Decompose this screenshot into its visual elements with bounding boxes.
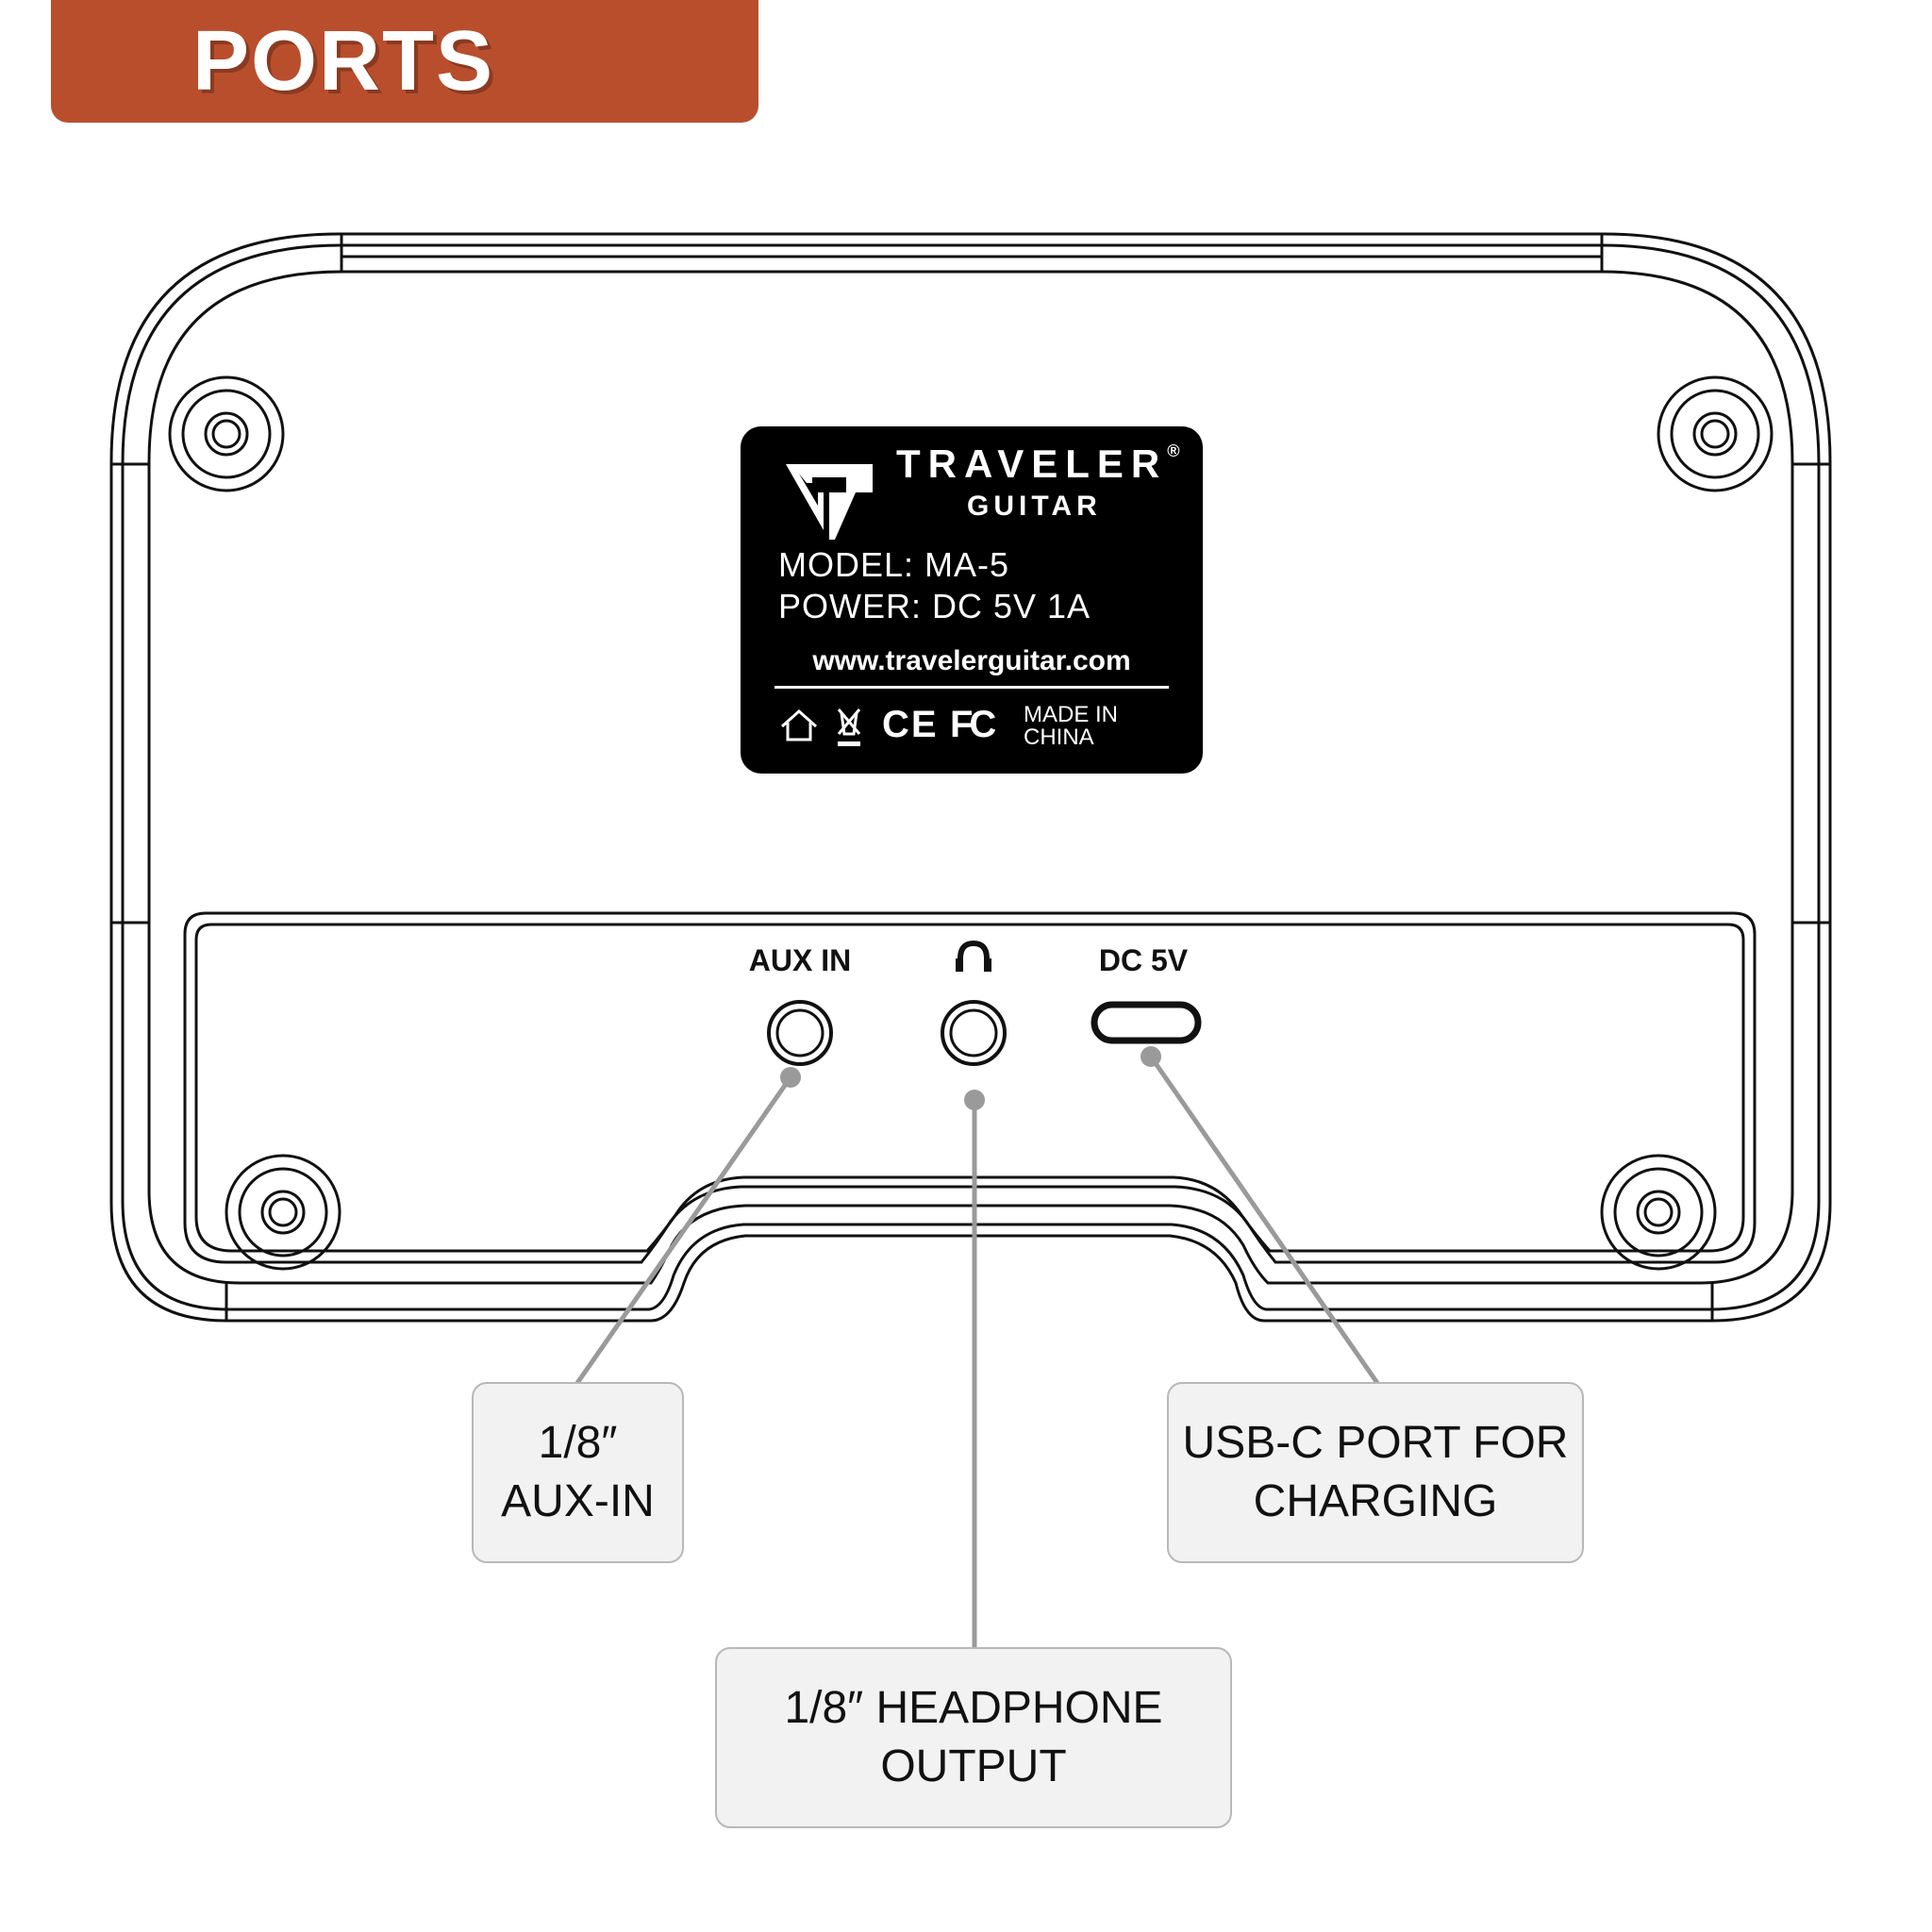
ports-banner: PORTS xyxy=(51,0,758,123)
power-line: POWER: DC 5V 1A xyxy=(778,587,1091,625)
brand-name-text: TRAVELER xyxy=(896,441,1168,486)
headphone-callout: 1/8″ HEADPHONE OUTPUT xyxy=(715,1647,1232,1828)
fcc-mark-icon: FC xyxy=(950,704,996,745)
aux-callout-line1: 1/8″ xyxy=(538,1418,618,1468)
headphone-callout-line1: 1/8″ HEADPHONE xyxy=(784,1683,1163,1733)
plate-divider xyxy=(774,686,1169,689)
weee-bin-icon xyxy=(837,708,861,746)
made-in-line2: CHINA xyxy=(1024,724,1094,750)
indoor-use-icon xyxy=(781,708,817,741)
headphone-leader-dot xyxy=(964,1090,985,1110)
ce-mark-icon: CE xyxy=(882,704,939,745)
made-in-line1: MADE IN xyxy=(1024,702,1119,727)
certification-icons: CE FC xyxy=(778,700,1014,761)
rating-plate: TRAVELER® GUITAR MODEL: MA-5 POWER: DC 5… xyxy=(741,426,1203,774)
usb-leader-line xyxy=(1148,1055,1380,1385)
dc-5v-label: DC 5V xyxy=(1098,943,1189,977)
aux-leader-line xyxy=(575,1075,793,1385)
brand-reg-mark: ® xyxy=(1167,441,1180,460)
model-line: MODEL: MA-5 xyxy=(778,545,1010,584)
aux-callout-line2: AUX-IN xyxy=(501,1476,655,1526)
headphone-callout-line2: OUTPUT xyxy=(880,1741,1067,1791)
aux-in-jack xyxy=(767,1000,833,1066)
banner-title: PORTS xyxy=(192,13,495,108)
usb-leader-dot xyxy=(1141,1046,1161,1067)
usb-callout: USB-C PORT FOR CHARGING xyxy=(1167,1382,1584,1563)
device-outline xyxy=(109,232,1832,1323)
website-url: www.travelerguitar.com xyxy=(812,645,1131,676)
aux-leader-dot xyxy=(780,1067,801,1088)
brand-subtitle: GUITAR xyxy=(967,491,1102,522)
made-in-text: MADE IN CHINA xyxy=(1024,704,1118,749)
leader-lines xyxy=(575,1046,1380,1647)
headphones-icon xyxy=(956,940,991,972)
brand-name: TRAVELER® xyxy=(896,441,1180,487)
usb-c-port xyxy=(1091,1001,1202,1044)
aux-in-callout: 1/8″ AUX-IN xyxy=(472,1382,684,1563)
headphone-jack xyxy=(941,1000,1007,1066)
usb-callout-line2: CHARGING xyxy=(1253,1476,1498,1526)
traveler-logo-icon xyxy=(786,464,873,540)
aux-in-label: AUX IN xyxy=(748,943,852,977)
usb-callout-line1: USB-C PORT FOR xyxy=(1182,1418,1569,1468)
